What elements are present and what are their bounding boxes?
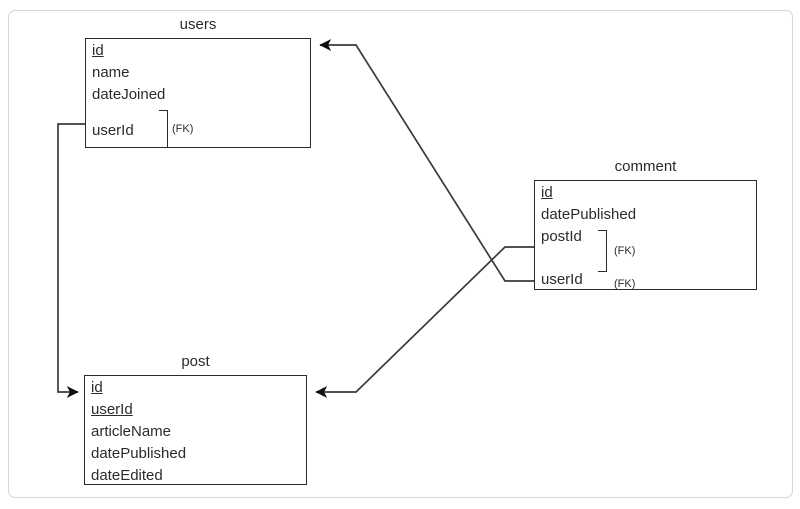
entity-title-users: users (179, 16, 217, 33)
attribute-comment-datepublished: datePublished (541, 206, 637, 223)
connector-comment-userid-to-users-id (319, 39, 534, 282)
fk-label-comment-postid: (FK) (614, 245, 636, 257)
attribute-list-users: id name dateJoined userId (FK) (86, 39, 310, 148)
attribute-comment-id: id (541, 184, 553, 201)
attribute-post-id: id (91, 379, 103, 396)
attribute-users-datejoined: dateJoined (92, 86, 166, 103)
fk-label-users-userid: (FK) (172, 123, 194, 135)
attribute-comment-postid: postId (541, 228, 582, 245)
attribute-post-datepublished: datePublished (91, 445, 187, 462)
attribute-list-post: id userId articleName datePublished date… (85, 376, 306, 484)
entity-post[interactable]: post id userId articleName datePublished… (84, 353, 307, 485)
attribute-users-id: id (92, 42, 104, 59)
connector-comment-postid-to-post-id (315, 246, 534, 398)
fk-bracket-comment-postid (598, 230, 607, 272)
attribute-post-userid: userId (91, 401, 133, 418)
entity-title-comment: comment (614, 158, 677, 175)
attribute-post-dateedited: dateEdited (91, 467, 163, 484)
attribute-list-comment: id datePublished postId userId (FK) (FK) (535, 181, 756, 290)
entity-title-post: post (181, 353, 210, 370)
connector-users-userid-to-post-id (57, 123, 85, 398)
fk-bracket-users-userid (159, 110, 168, 148)
entity-comment[interactable]: comment id datePublished postId userId (… (534, 158, 757, 290)
attribute-users-userid: userId (92, 122, 134, 139)
attribute-users-name: name (92, 64, 130, 81)
attribute-comment-userid: userId (541, 271, 583, 288)
fk-label-comment-userid: (FK) (614, 278, 636, 290)
attribute-post-articlename: articleName (91, 423, 172, 440)
entity-users[interactable]: users id name dateJoined userId (FK) (85, 16, 311, 148)
